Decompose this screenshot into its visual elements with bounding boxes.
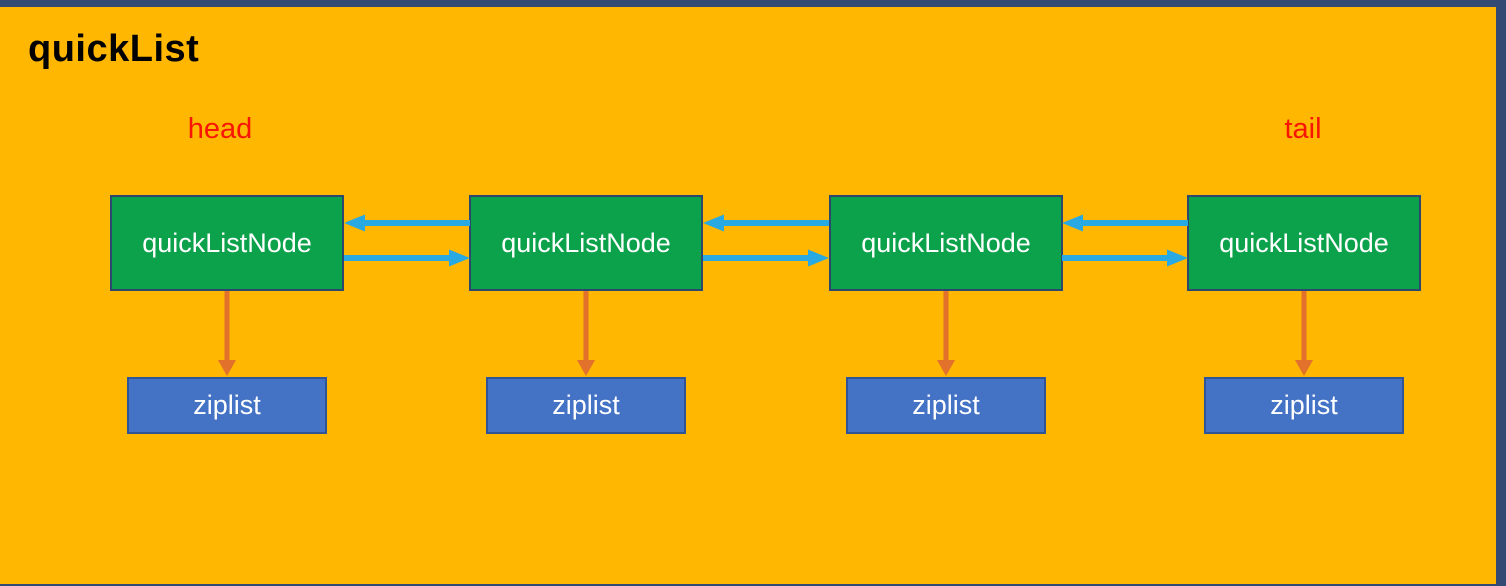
next-pointer-arrow-icon <box>344 249 470 267</box>
quicklistnode-label: quickListNode <box>501 227 671 258</box>
quicklistnode-label: quickListNode <box>861 227 1031 258</box>
ziplist-pointer-arrow-icon <box>1295 291 1313 376</box>
ziplist-box-1: ziplist <box>127 377 327 434</box>
ziplist-label: ziplist <box>193 390 261 420</box>
next-pointer-arrow-icon <box>703 249 829 267</box>
quicklistnode-box-2: quickListNode <box>469 195 703 291</box>
ziplist-label: ziplist <box>912 390 980 420</box>
quicklistnode-box-3: quickListNode <box>829 195 1063 291</box>
quicklistnode-label: quickListNode <box>1219 227 1389 258</box>
quicklistnode-box-1: quickListNode <box>110 195 344 291</box>
quicklistnode-label: quickListNode <box>142 227 312 258</box>
tail-label: tail <box>1284 113 1322 145</box>
slide-canvas <box>0 7 1496 584</box>
ziplist-box-4: ziplist <box>1204 377 1404 434</box>
ziplist-box-2: ziplist <box>486 377 686 434</box>
ziplist-label: ziplist <box>552 390 620 420</box>
ziplist-pointer-arrow-icon <box>577 291 595 376</box>
head-label: head <box>187 113 253 145</box>
ziplist-label: ziplist <box>1270 390 1338 420</box>
prev-pointer-arrow-icon <box>344 214 470 232</box>
prev-pointer-arrow-icon <box>1062 214 1188 232</box>
ziplist-box-3: ziplist <box>846 377 1046 434</box>
diagram-title: quickList <box>28 28 200 70</box>
next-pointer-arrow-icon <box>1062 249 1188 267</box>
ziplist-pointer-arrow-icon <box>937 291 955 376</box>
prev-pointer-arrow-icon <box>703 214 829 232</box>
ziplist-pointer-arrow-icon <box>218 291 236 376</box>
quicklistnode-box-4: quickListNode <box>1187 195 1421 291</box>
